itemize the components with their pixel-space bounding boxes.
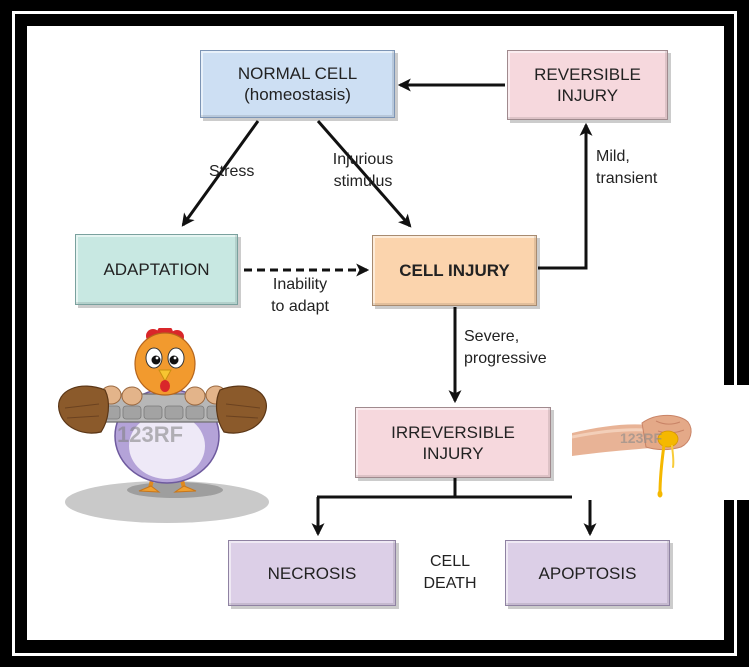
node-irreversible-injury-line1: IRREVERSIBLE xyxy=(391,422,515,442)
edge-label-severe-line1: Severe, xyxy=(464,328,520,345)
edge-label-stress: Stress xyxy=(209,161,254,183)
chicken-watermark: 123RF xyxy=(117,422,183,447)
edge-label-severe-line2: progressive xyxy=(464,350,547,367)
hand-watermark: 123RF xyxy=(620,430,662,446)
node-cell-injury-label: CELL INJURY xyxy=(399,261,510,280)
hand-squeezing-egg-icon: 123RF xyxy=(572,385,749,500)
node-reversible-injury: REVERSIBLE INJURY xyxy=(507,50,668,120)
arrow-injurious-stimulus xyxy=(316,120,412,228)
node-cell-injury: CELL INJURY xyxy=(372,235,537,306)
edge-label-inability-line2: to adapt xyxy=(271,298,329,315)
edge-label-mild-transient: Mild, transient xyxy=(596,146,657,190)
edge-label-cell-death: CELL DEATH xyxy=(415,551,485,595)
diagram-canvas xyxy=(27,26,724,640)
edge-label-cell-death-line2: DEATH xyxy=(423,575,477,592)
node-apoptosis-label: APOPTOSIS xyxy=(538,563,637,583)
chicken-holding-egg-tray-icon: 123RF xyxy=(58,328,269,523)
edge-label-inability-line1: Inability xyxy=(272,276,328,293)
node-normal-cell: NORMAL CELL (homeostasis) xyxy=(200,50,395,118)
edge-label-injurious-line2: stimulus xyxy=(333,173,393,190)
edge-label-inability-to-adapt: Inability to adapt xyxy=(262,274,338,318)
node-reversible-injury-line2: INJURY xyxy=(556,86,619,105)
node-irreversible-injury: IRREVERSIBLE INJURY xyxy=(355,407,551,478)
edge-label-injurious-stimulus: Injurious stimulus xyxy=(320,149,406,193)
node-reversible-injury-line1: REVERSIBLE xyxy=(534,65,641,84)
node-normal-cell-line1: NORMAL CELL xyxy=(237,64,358,83)
node-apoptosis: APOPTOSIS xyxy=(505,540,670,606)
node-irreversible-injury-line2: INJURY xyxy=(422,443,484,463)
node-necrosis-label: NECROSIS xyxy=(267,563,357,583)
arrow-stress xyxy=(181,120,260,227)
frame-white-line xyxy=(12,11,737,656)
node-necrosis: NECROSIS xyxy=(228,540,396,606)
arrow-mild-transient xyxy=(538,122,593,270)
edge-label-stress-line1: Stress xyxy=(209,163,255,180)
edge-label-cell-death-line1: CELL xyxy=(429,553,471,570)
node-adaptation-label: ADAPTATION xyxy=(103,260,210,279)
node-adaptation: ADAPTATION xyxy=(75,234,238,305)
edge-label-mild-line1: Mild, xyxy=(596,148,630,165)
edge-label-severe-progressive: Severe, progressive xyxy=(464,326,547,370)
edge-label-mild-line2: transient xyxy=(596,170,658,187)
node-normal-cell-line2: (homeostasis) xyxy=(244,85,351,104)
edge-label-injurious-line1: Injurious xyxy=(332,151,394,168)
